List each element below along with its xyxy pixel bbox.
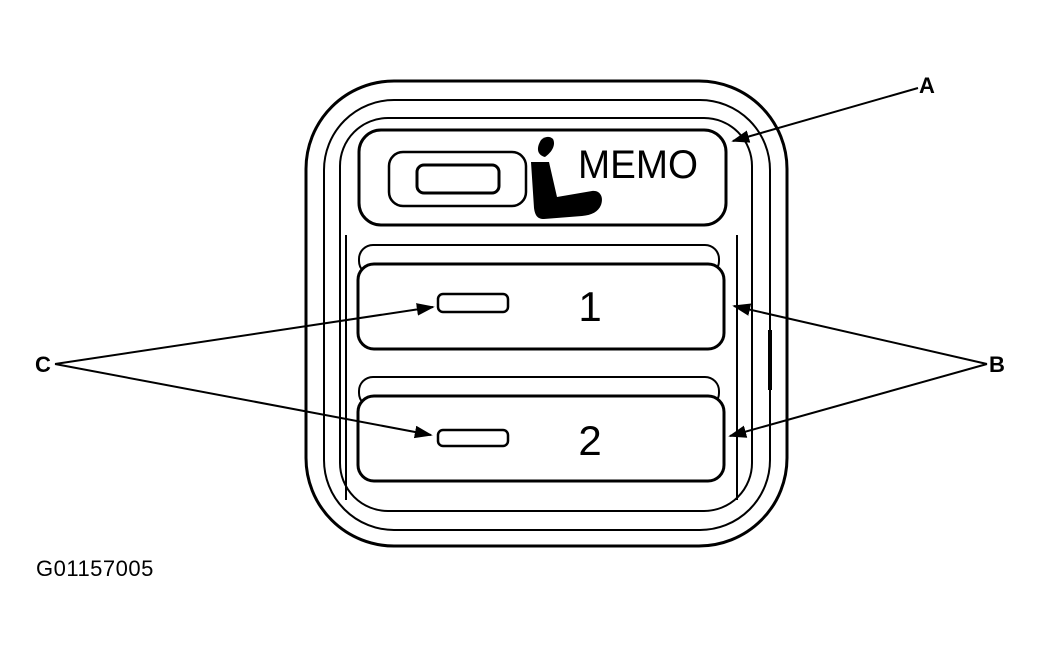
leader-b-1 [732, 303, 988, 365]
memo-indicator-lamp [415, 163, 501, 195]
memo-button[interactable]: MEMO [357, 128, 728, 227]
memory-button-2[interactable]: 2 [356, 376, 726, 483]
seat-memory-icon [531, 136, 602, 219]
memory-1-indicator-lamp [436, 292, 510, 314]
callout-c-label: C [35, 352, 51, 377]
leader-c-1 [54, 303, 435, 365]
leader-c-2 [54, 363, 433, 439]
leader-a [731, 87, 919, 143]
callout-b-label: B [989, 352, 1005, 377]
memory-2-label: 2 [578, 417, 601, 464]
memo-label: MEMO [578, 143, 698, 187]
switch-housing [304, 79, 789, 548]
leader-b-2 [728, 363, 988, 438]
memory-1-label: 1 [578, 283, 601, 330]
memory-button-1[interactable]: 1 [356, 244, 726, 351]
memory-2-indicator-lamp [436, 428, 510, 448]
callout-leaders [54, 87, 988, 439]
figure-id: G01157005 [36, 556, 154, 581]
memo-indicator-housing [387, 150, 528, 208]
callout-a-label: A [919, 73, 935, 98]
